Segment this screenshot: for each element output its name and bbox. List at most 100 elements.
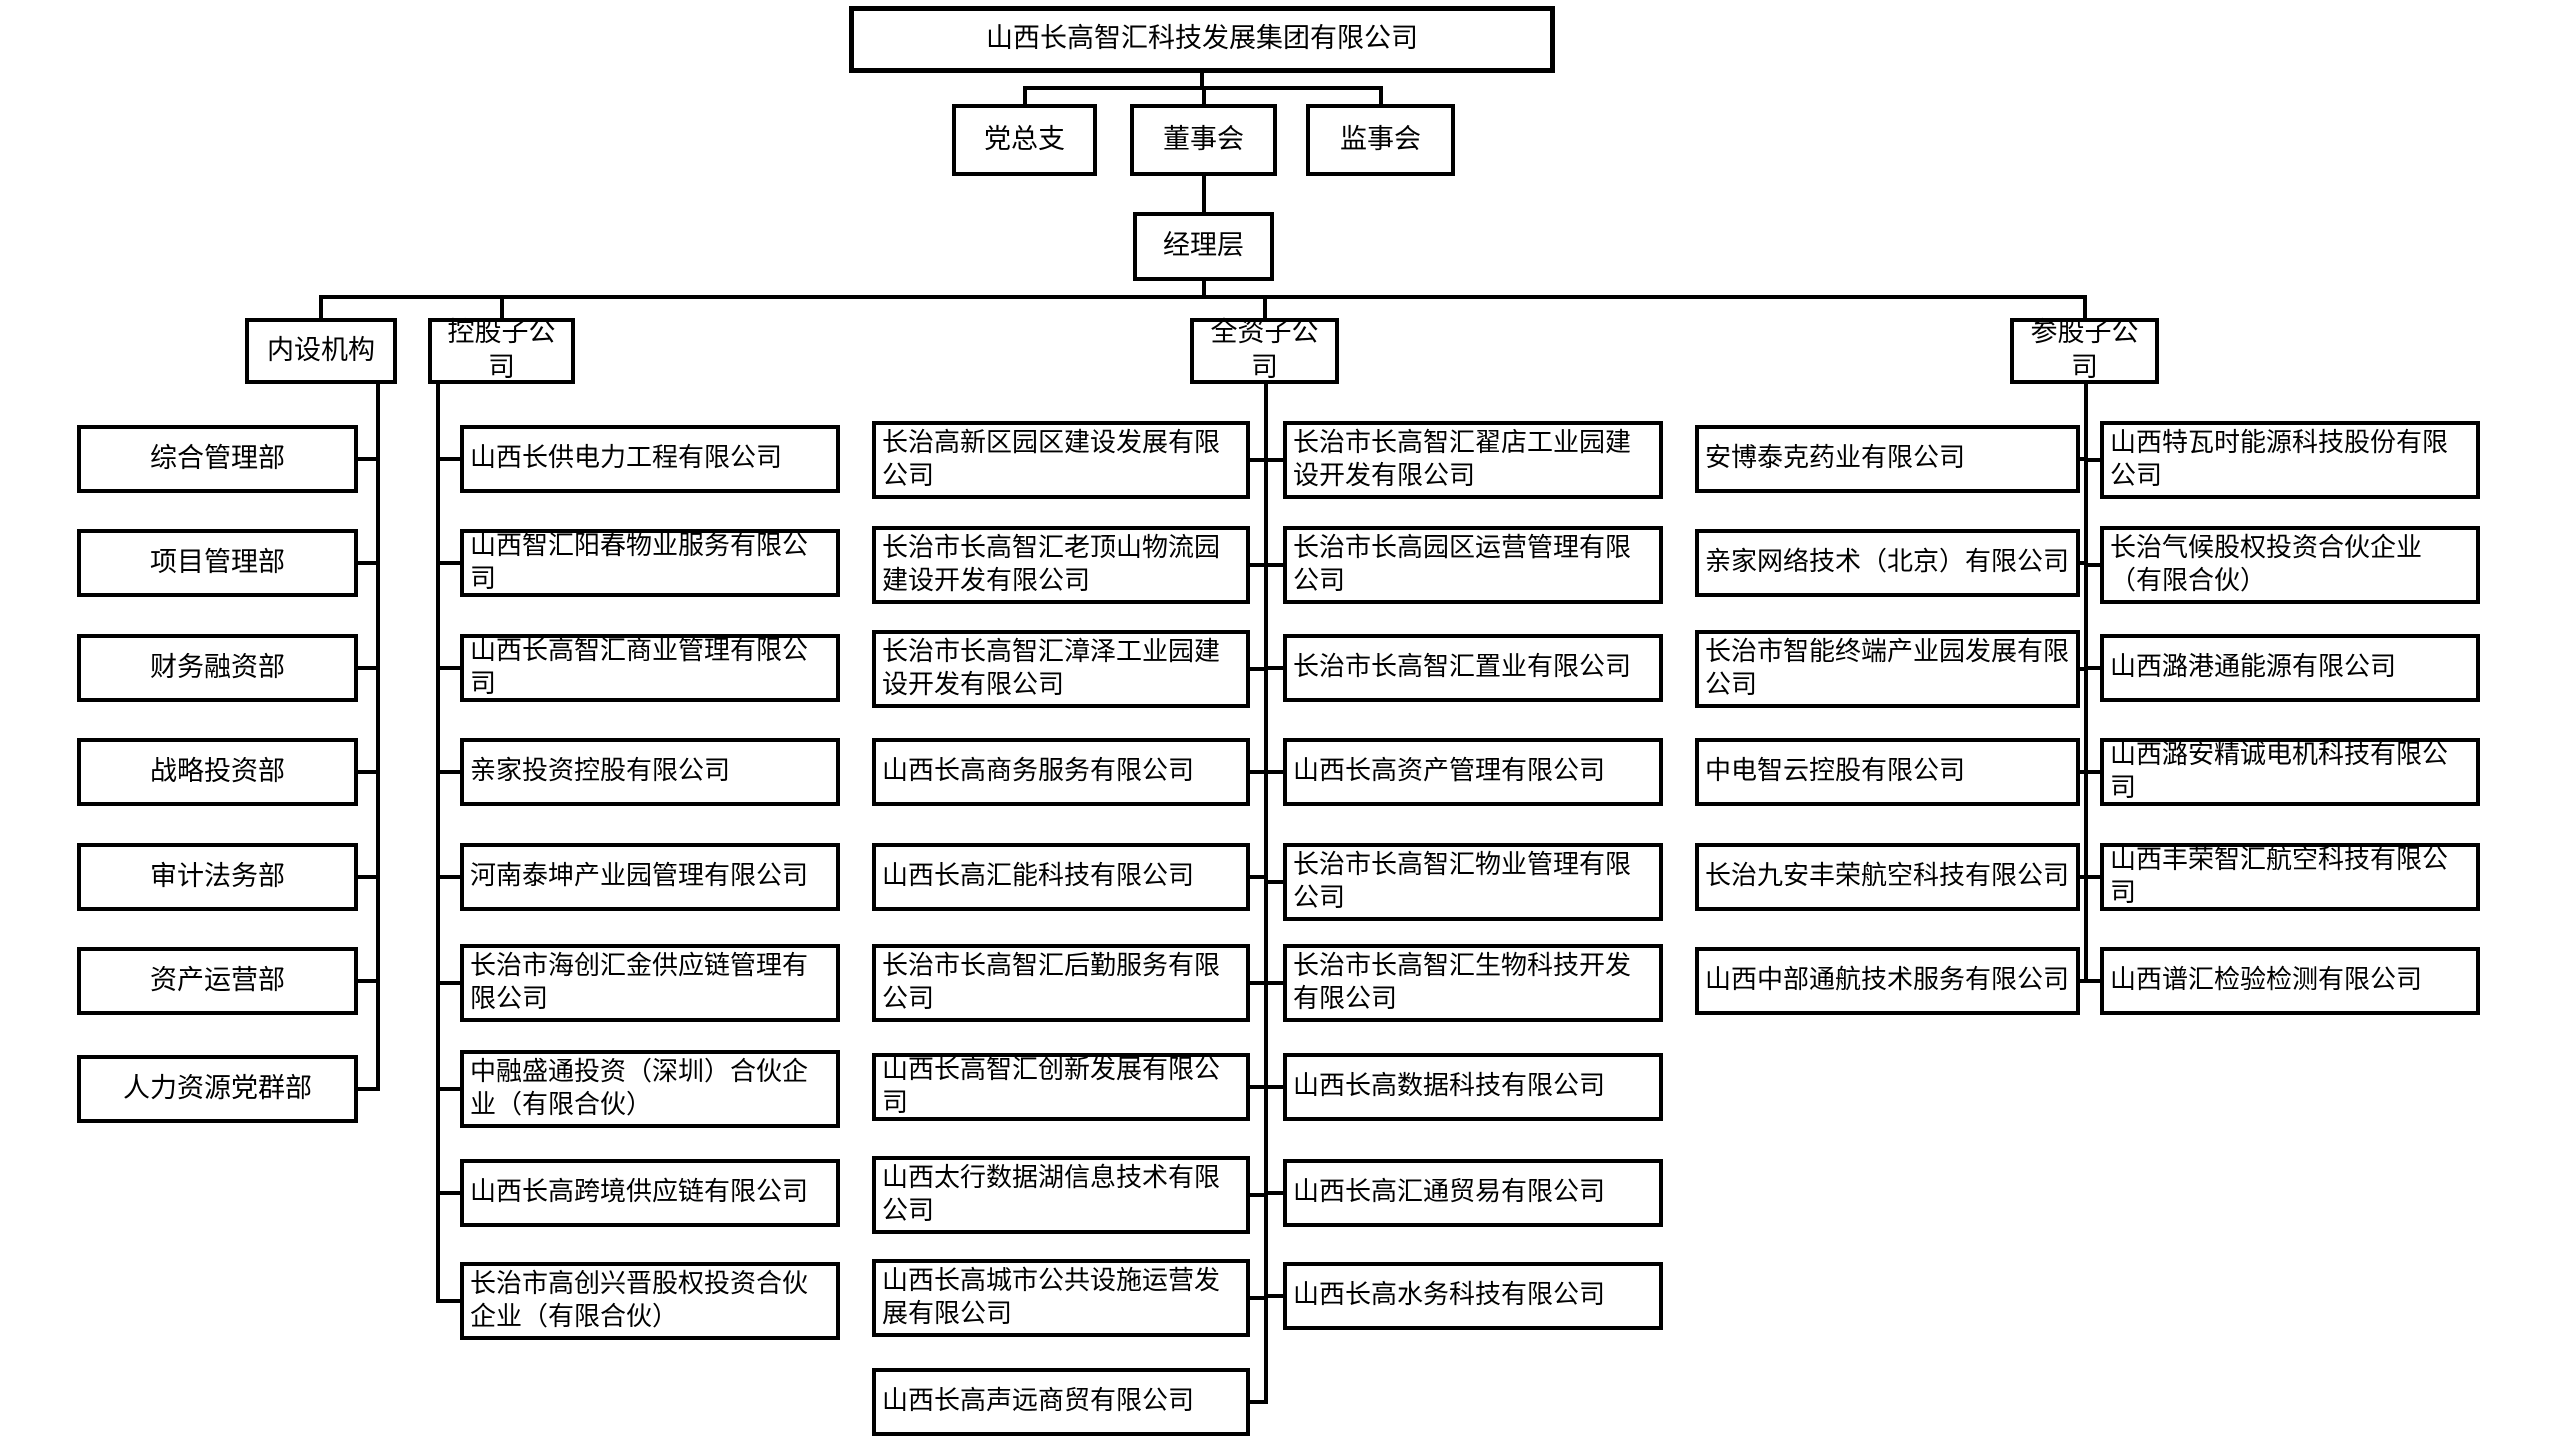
company-box: 山西谱汇检验检测有限公司	[2100, 947, 2480, 1015]
company-box-label: 山西长高汇能科技有限公司	[882, 861, 1195, 892]
department-box-label: 审计法务部	[150, 860, 285, 892]
connector-line	[1264, 384, 1268, 1404]
connector-line	[1264, 666, 1283, 670]
company-box: 山西长高数据科技有限公司	[1283, 1053, 1663, 1121]
company-box: 山西太行数据湖信息技术有限公司	[872, 1156, 1250, 1234]
connector-line	[2084, 384, 2088, 983]
connector-line	[436, 666, 460, 670]
department-box: 综合管理部	[77, 425, 358, 493]
department-box-label: 财务融资部	[150, 651, 285, 683]
group-header-holding: 控股子公司	[428, 317, 575, 384]
company-box-label: 山西特瓦时能源科技股份有限公司	[2110, 427, 2449, 491]
connector-line	[2084, 770, 2100, 774]
company-box-label: 山西长高水务科技有限公司	[1293, 1280, 1606, 1311]
group-header-internal-label: 内设机构	[267, 334, 375, 366]
company-box: 山西长高资产管理有限公司	[1283, 738, 1663, 806]
company-box: 山西智汇阳春物业服务有限公司	[460, 529, 840, 597]
connector-line	[436, 981, 460, 985]
connector-line	[1250, 1296, 1268, 1300]
connector-line	[1250, 875, 1268, 879]
connector-line	[436, 1299, 460, 1303]
root-company-box-label: 山西长高智汇科技发展集团有限公司	[986, 23, 1418, 55]
group-header-wholly-label: 全资子公司	[1210, 317, 1319, 383]
connector-line	[358, 979, 380, 983]
company-box-label: 长治市海创汇金供应链管理有限公司	[470, 950, 809, 1014]
company-box-label: 山西长高城市公共设施运营发展有限公司	[882, 1265, 1221, 1329]
connector-line	[319, 295, 2087, 299]
company-box-label: 山西长供电力工程有限公司	[470, 443, 783, 474]
connector-line	[2084, 563, 2100, 567]
connector-line	[1200, 73, 1204, 88]
company-box: 亲家网络技术（北京）有限公司	[1695, 529, 2080, 597]
company-box-label: 山西长高智汇商业管理有限公司	[470, 635, 809, 699]
company-box-label: 长治市高创兴晋股权投资合伙企业（有限合伙）	[470, 1268, 809, 1332]
connector-line	[1250, 1085, 1268, 1089]
company-box-label: 山西长高声远商贸有限公司	[882, 1386, 1195, 1417]
governance-box-board-of-supervisors: 监事会	[1306, 104, 1455, 176]
company-box: 长治气候股权投资合伙企业（有限合伙）	[2100, 526, 2480, 604]
company-box-label: 山西智汇阳春物业服务有限公司	[470, 530, 809, 594]
company-box-label: 山西中部通航技术服务有限公司	[1705, 965, 2070, 996]
company-box: 中电智云控股有限公司	[1695, 738, 2080, 806]
company-box-label: 山西谱汇检验检测有限公司	[2110, 965, 2423, 996]
department-box: 财务融资部	[77, 634, 358, 702]
group-header-invested: 参股子公司	[2010, 317, 2159, 384]
company-box-label: 山西长高数据科技有限公司	[1293, 1071, 1606, 1102]
connector-line	[2084, 875, 2100, 879]
connector-line	[1264, 770, 1283, 774]
governance-box-board-of-directors: 董事会	[1130, 104, 1277, 176]
company-box-label: 山西丰荣智汇航空科技有限公司	[2110, 844, 2449, 908]
company-box: 山西长供电力工程有限公司	[460, 425, 840, 493]
company-box: 山西长高汇能科技有限公司	[872, 843, 1250, 911]
connector-line	[1250, 667, 1268, 671]
company-box-label: 亲家投资控股有限公司	[470, 756, 731, 787]
connector-line	[358, 666, 380, 670]
governance-box-party-branch-label: 党总支	[984, 123, 1065, 155]
company-box: 长治高新区园区建设发展有限公司	[872, 421, 1250, 499]
company-box: 长治市长高智汇漳泽工业园建设开发有限公司	[872, 630, 1250, 708]
connector-line	[1201, 176, 1206, 212]
group-header-internal: 内设机构	[245, 318, 397, 384]
management-box: 经理层	[1133, 212, 1274, 281]
connector-line	[319, 297, 323, 318]
company-box: 河南泰坤产业园管理有限公司	[460, 843, 840, 911]
company-box: 长治市长高智汇物业管理有限公司	[1283, 843, 1663, 921]
company-box: 山西中部通航技术服务有限公司	[1695, 947, 2080, 1015]
management-box-label: 经理层	[1163, 230, 1244, 262]
company-box: 长治市长高智汇老顶山物流园建设开发有限公司	[872, 526, 1250, 604]
connector-line	[1250, 1400, 1268, 1404]
company-box: 山西长高智汇创新发展有限公司	[872, 1053, 1250, 1121]
company-box-label: 河南泰坤产业园管理有限公司	[470, 861, 809, 892]
connector-line	[1250, 770, 1268, 774]
connector-line	[436, 561, 460, 565]
company-box: 长治市海创汇金供应链管理有限公司	[460, 944, 840, 1022]
connector-line	[436, 1191, 460, 1195]
company-box: 山西丰荣智汇航空科技有限公司	[2100, 843, 2480, 911]
company-box: 山西长高城市公共设施运营发展有限公司	[872, 1259, 1250, 1337]
company-box-label: 长治市长高智汇后勤服务有限公司	[882, 950, 1221, 1014]
company-box-label: 山西长高跨境供应链有限公司	[470, 1177, 809, 1208]
connector-line	[1201, 281, 1206, 297]
company-box-label: 长治市长高智汇生物科技开发有限公司	[1293, 950, 1632, 1014]
company-box: 亲家投资控股有限公司	[460, 738, 840, 806]
connector-line	[1250, 458, 1268, 462]
company-box: 长治市长高园区运营管理有限公司	[1283, 526, 1663, 604]
company-box: 长治市高创兴晋股权投资合伙企业（有限合伙）	[460, 1262, 840, 1340]
department-box: 项目管理部	[77, 529, 358, 597]
company-box: 中融盛通投资（深圳）合伙企业（有限合伙）	[460, 1050, 840, 1128]
company-box: 长治市长高智汇置业有限公司	[1283, 634, 1663, 702]
company-box-label: 长治高新区园区建设发展有限公司	[882, 427, 1221, 491]
company-box-label: 山西长高商务服务有限公司	[882, 756, 1195, 787]
connector-line	[1022, 88, 1027, 104]
company-box-label: 长治市长高智汇老顶山物流园建设开发有限公司	[882, 532, 1221, 596]
department-box-label: 项目管理部	[150, 546, 285, 578]
connector-line	[2082, 297, 2087, 318]
company-box-label: 亲家网络技术（北京）有限公司	[1705, 547, 2070, 578]
connector-line	[2084, 458, 2100, 462]
connector-line	[358, 561, 380, 565]
company-box: 山西长高声远商贸有限公司	[872, 1368, 1250, 1436]
connector-line	[1250, 1193, 1268, 1197]
company-box: 长治九安丰荣航空科技有限公司	[1695, 843, 2080, 911]
company-box: 山西潞安精诚电机科技有限公司	[2100, 738, 2480, 806]
